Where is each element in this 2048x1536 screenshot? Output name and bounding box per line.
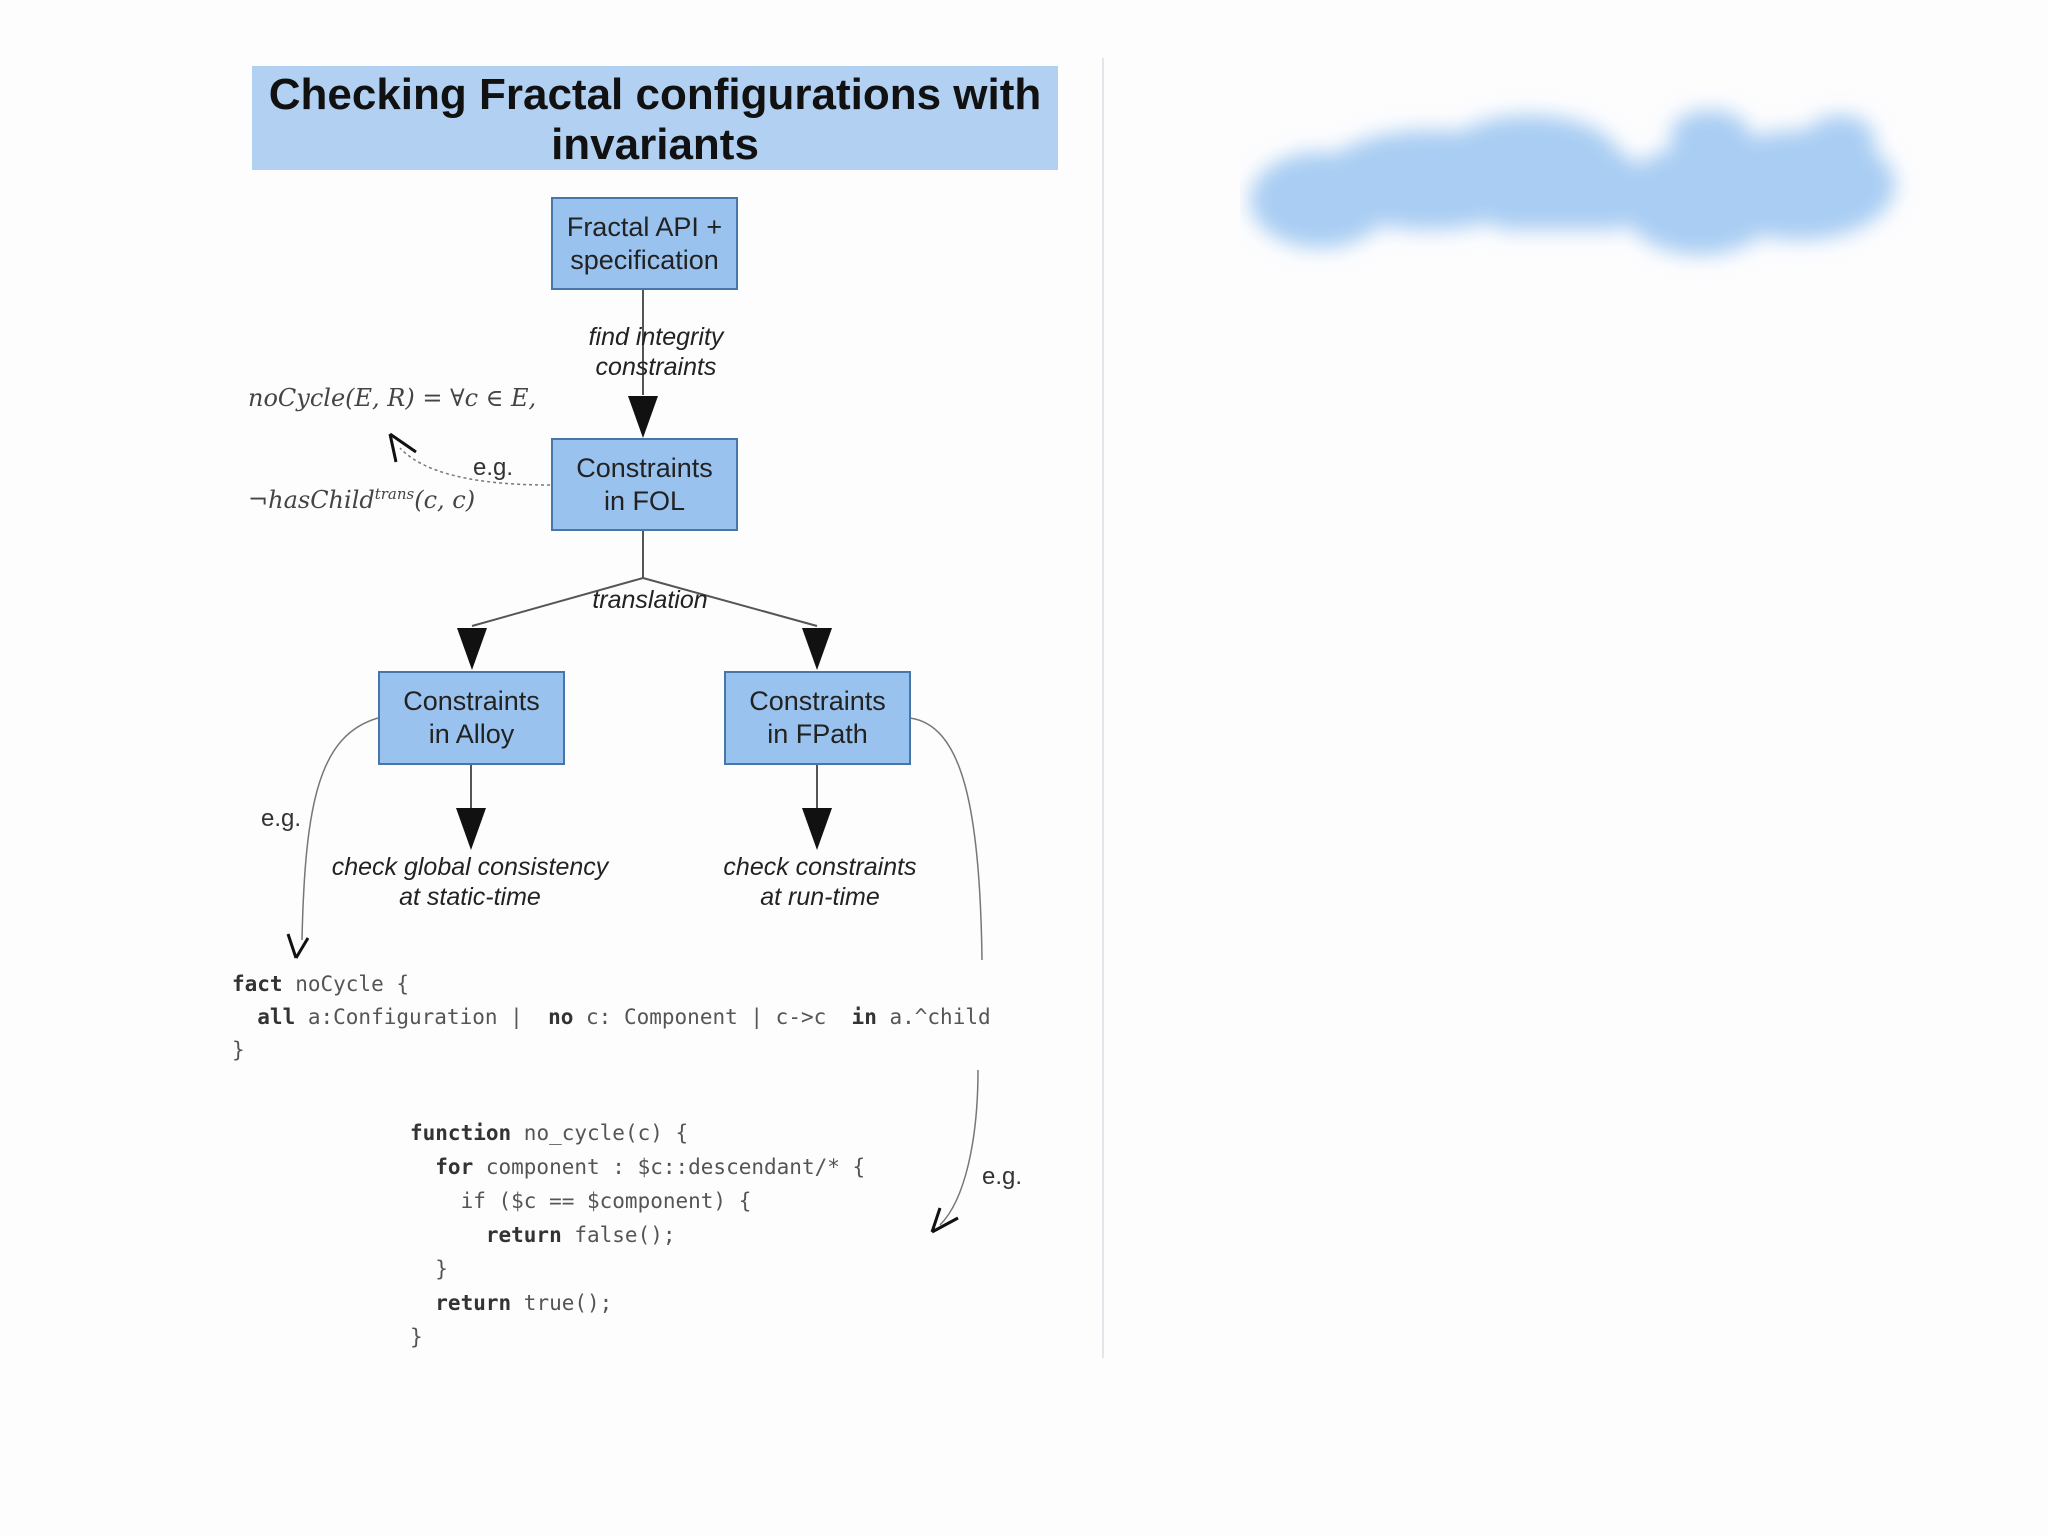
eg-arrow-fol	[399, 447, 551, 486]
formula-superscript: trans	[374, 485, 415, 503]
label-find-integrity: find integrity constraints	[588, 323, 724, 381]
box-constraints-fol: Constraints in FOL	[551, 438, 738, 531]
box-constraints-fol-label: Constraints in FOL	[576, 452, 713, 516]
box-fractal-api-label: Fractal API + specification	[566, 211, 723, 275]
alloy-line-2: all a:Configuration | no c: Component | …	[232, 1005, 991, 1029]
slide-title: Checking Fractal configurations with inv…	[252, 66, 1058, 170]
fpath-line-1: function no_cycle(c) {	[410, 1121, 689, 1145]
eg-arrow-alloy	[301, 717, 379, 941]
eg-arrowhead-fpath	[930, 1207, 959, 1234]
formula-line-2: ¬hasChildtrans(c, c)	[248, 470, 536, 524]
eg-arrowhead-alloy	[286, 933, 310, 959]
formula-line-2-prefix: ¬hasChild	[248, 486, 375, 514]
arrowhead-alloy	[457, 628, 487, 670]
box-fractal-api: Fractal API + specification	[551, 197, 738, 290]
eg-arrow-fpath-top	[909, 717, 983, 961]
fpath-line-5: }	[410, 1257, 448, 1281]
slide-divider	[1102, 58, 1104, 1358]
formula-nocycle: noCycle(E, R) = ∀c ∈ E, ¬hasChildtrans(c…	[248, 326, 536, 572]
arrowhead-fpath	[802, 628, 832, 670]
fpath-line-3: if ($c == $component) {	[410, 1189, 752, 1213]
fpath-line-6: return true();	[410, 1291, 613, 1315]
alloy-code: fact noCycle { all a:Configuration | no …	[232, 968, 991, 1067]
formula-line-2-suffix: (c, c)	[414, 486, 476, 514]
fpath-line-2: for component : $c::descendant/* {	[410, 1155, 866, 1179]
arrowhead-fpath-check	[802, 808, 832, 850]
box-constraints-fpath: Constraints in FPath	[724, 671, 911, 765]
box-constraints-alloy: Constraints in Alloy	[378, 671, 565, 765]
arrowhead-fol	[628, 396, 658, 438]
label-check-static: check global consistency at static-time	[331, 853, 609, 911]
label-translation: translation	[592, 586, 708, 614]
arrowhead-alloy-check	[456, 808, 486, 850]
eg-label-fpath: e.g.	[982, 1163, 1023, 1190]
box-constraints-fpath-label: Constraints in FPath	[749, 686, 886, 749]
fpath-code: function no_cycle(c) { for component : $…	[410, 1116, 865, 1354]
eg-label-fol: e.g.	[473, 454, 514, 481]
connector-to-alloy	[471, 577, 644, 627]
formula-line-1: noCycle(E, R) = ∀c ∈ E,	[248, 384, 537, 412]
alloy-line-1: fact noCycle {	[232, 972, 410, 996]
eg-label-alloy: e.g.	[261, 805, 302, 832]
connector-to-fpath	[642, 577, 818, 627]
fpath-line-4: return false();	[410, 1223, 676, 1247]
alloy-line-3: }	[232, 1038, 245, 1062]
box-constraints-alloy-label: Constraints in Alloy	[403, 686, 540, 749]
fpath-line-7: }	[410, 1325, 423, 1349]
blurred-logo	[1250, 110, 1895, 255]
label-check-runtime: check constraints at run-time	[723, 853, 917, 911]
eg-arrowhead-fol	[388, 432, 417, 463]
eg-arrow-fpath-bottom	[939, 1069, 979, 1226]
